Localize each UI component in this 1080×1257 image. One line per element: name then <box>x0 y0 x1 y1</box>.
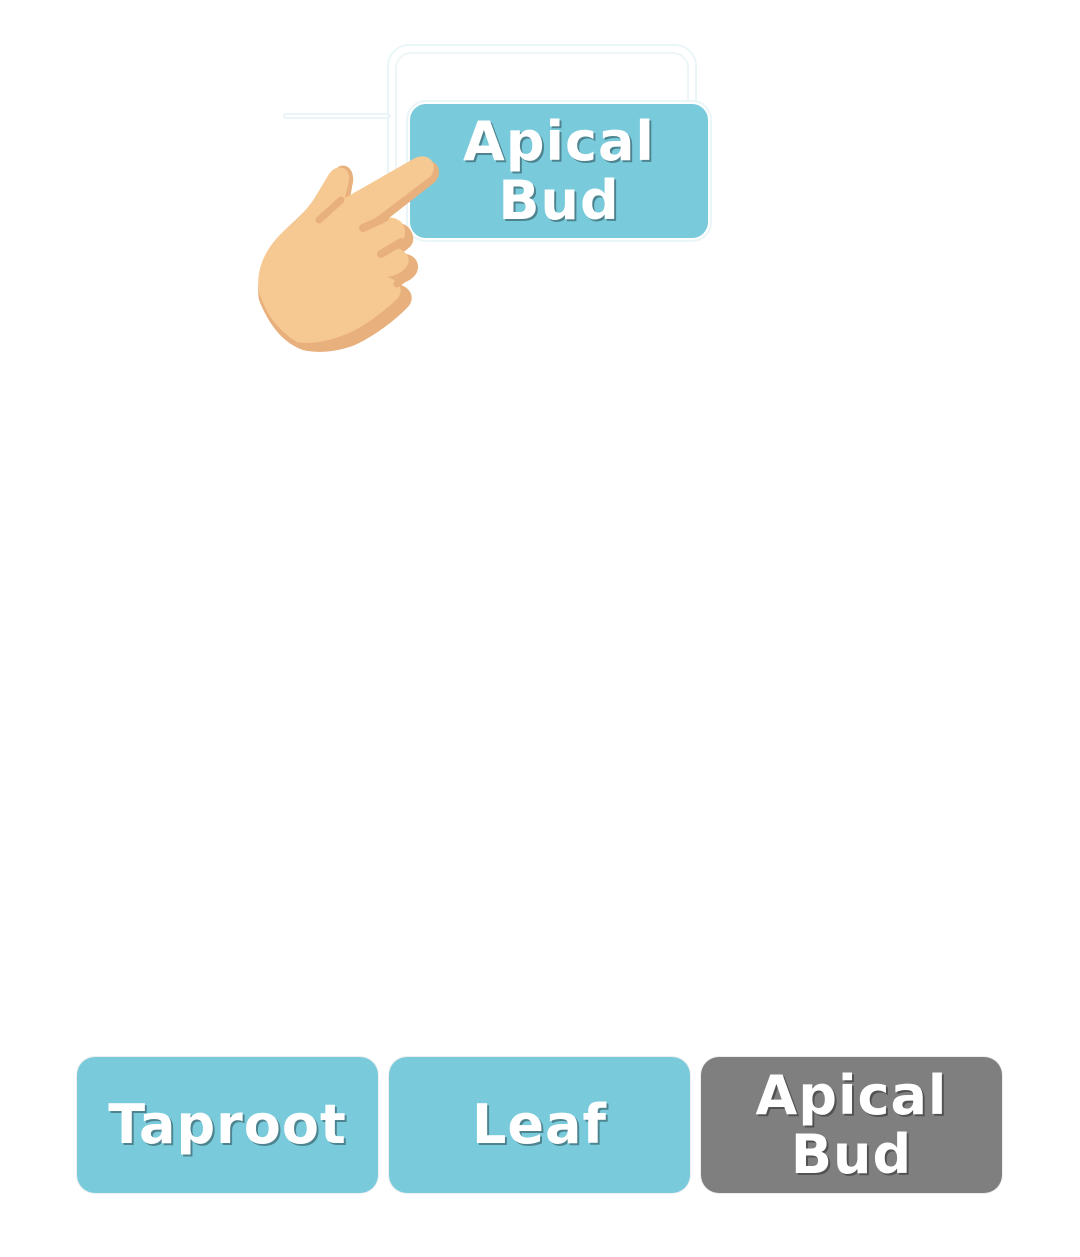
drop-zone-connector <box>283 113 391 119</box>
option-card-label-line-2: Bud <box>790 1123 913 1186</box>
dragging-card-line-2: Bud <box>498 169 620 232</box>
option-card-label-line-1: Apical <box>755 1063 948 1127</box>
pointing-hand-icon <box>258 156 440 352</box>
dragging-card-line-1: Apical <box>463 109 655 173</box>
option-card-apical-bud[interactable]: Apical Bud <box>701 1057 1002 1193</box>
dragging-card-apical-bud[interactable]: Apical Bud <box>408 102 710 240</box>
option-card-taproot[interactable]: Taproot <box>77 1057 378 1193</box>
option-card-leaf[interactable]: Leaf <box>389 1057 690 1193</box>
option-card-label: Taproot <box>108 1093 347 1157</box>
option-card-label: Leaf <box>472 1093 607 1157</box>
